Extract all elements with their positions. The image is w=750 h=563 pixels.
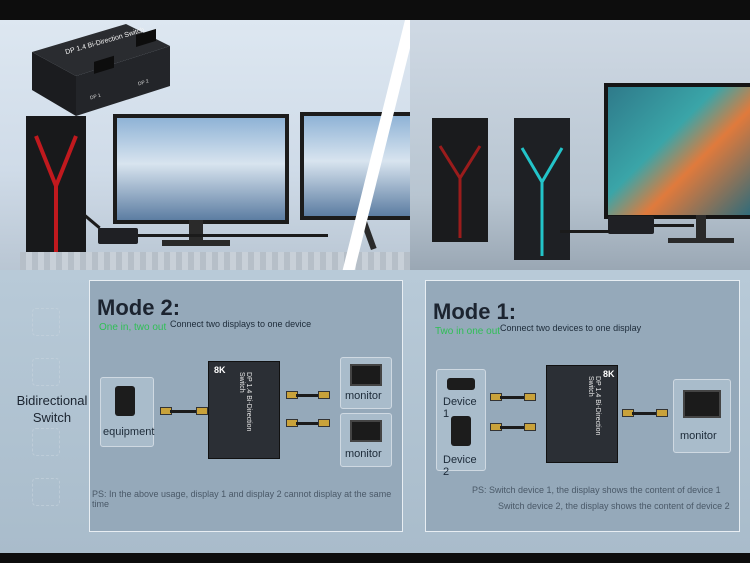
side-label-line1: Bidirectional	[16, 393, 88, 408]
switch-device-large: DP 1.4 Bi-Direction Switch DP 1 DP 2	[28, 24, 173, 119]
mode1-source-node: Device 1 Device 2	[436, 369, 486, 478]
mode2-subtitle: One in, two out	[99, 322, 167, 333]
mode1-cable-in1	[500, 396, 524, 399]
mode1-plug-out-b	[656, 409, 668, 417]
diagram-area: Bidirectional Switch Mode 2: One in, two…	[0, 270, 750, 553]
cable-left-1	[138, 234, 328, 237]
equipment-icon	[115, 386, 135, 416]
mode1-note-line2: Switch device 2, the display shows the c…	[498, 501, 730, 511]
photo-mode1-setup	[410, 20, 750, 270]
mode1-output-node: monitor	[673, 379, 731, 453]
mode1-note-line1: PS: Switch device 1, the display shows t…	[472, 485, 721, 495]
monitor-2-photo	[300, 112, 410, 220]
faint-icon-1	[32, 308, 60, 336]
monitor-large-stand	[696, 215, 706, 239]
faint-icon-4	[32, 478, 60, 506]
mode2-plug-in-b	[196, 407, 208, 415]
mode2-panel: Mode 2: One in, two out Connect two disp…	[89, 280, 403, 532]
mode2-cable-in	[170, 410, 196, 413]
monitor-icon-2	[350, 420, 382, 442]
mode2-output-label-2: monitor	[345, 448, 382, 460]
mode1-panel: Mode 1: Two in one out Connect two devic…	[425, 280, 740, 532]
device-2-icon	[451, 416, 471, 446]
device-1-icon	[447, 378, 475, 390]
mode2-title: Mode 2:	[97, 295, 181, 320]
monitor-1-base	[162, 240, 230, 246]
mode1-description: Connect two devices to one display	[500, 323, 642, 333]
mode1-subtitle: Two in one out	[435, 326, 501, 337]
monitor-1-photo	[113, 114, 289, 224]
monitor-1-stand	[189, 220, 203, 242]
mode1-cable-in2	[500, 426, 524, 429]
mode2-switch: 8K DP 1.4 Bi-Direction Switch	[208, 361, 280, 459]
mode2-output-label-1: monitor	[345, 390, 382, 402]
monitor-icon-1	[350, 364, 382, 386]
mode1-switch: 8K DP 1.4 Bi-Direction Switch	[546, 365, 618, 463]
mode1-badge: 8K	[603, 369, 615, 379]
mode1-cable-out	[632, 412, 656, 415]
mode2-switch-label: DP 1.4 Bi-Direction Switch	[238, 372, 252, 432]
mode2-note: PS: In the above usage, display 1 and di…	[92, 489, 392, 509]
mode1-output-label: monitor	[680, 430, 717, 442]
monitor-large-base	[668, 238, 734, 243]
switch-small-right	[608, 216, 654, 234]
switch-small-left	[98, 228, 138, 244]
mode2-output-node-1: monitor	[340, 357, 392, 409]
faint-icon-3	[32, 428, 60, 456]
mode2-cable-out2	[296, 422, 318, 425]
mode1-switch-label: DP 1.4 Bi-Direction Switch	[587, 376, 601, 436]
pc-tower-cyan	[514, 118, 570, 260]
side-label: Bidirectional Switch	[10, 392, 94, 426]
cable-right-1	[560, 230, 610, 233]
mode2-cable-out1	[296, 394, 318, 397]
mode1-plug-in1-b	[524, 393, 536, 401]
mode2-source-label: equipment	[103, 426, 155, 438]
pc-tower-red	[432, 118, 488, 242]
mode1-source-label-2: Device 2	[443, 454, 477, 478]
cable-right-2	[654, 224, 694, 227]
side-label-line2: Switch	[32, 410, 72, 425]
top-bar	[0, 0, 750, 20]
monitor-large-photo	[604, 83, 750, 219]
bottom-bar	[0, 553, 750, 563]
faint-icon-2	[32, 358, 60, 386]
mode2-plug-out1-b	[318, 391, 330, 399]
mode2-plug-out2-b	[318, 419, 330, 427]
mode2-badge: 8K	[214, 365, 226, 375]
monitor-icon-mode1	[683, 390, 721, 418]
mode2-output-node-2: monitor	[340, 413, 392, 467]
mode2-source-node: equipment	[100, 377, 154, 447]
floor-left	[20, 252, 410, 270]
mode1-title: Mode 1:	[433, 299, 517, 324]
mode1-source-label-1: Device 1	[443, 396, 477, 420]
mode1-plug-in2-b	[524, 423, 536, 431]
mode2-description: Connect two displays to one device	[170, 319, 312, 329]
photo-mode2-setup: DP 1.4 Bi-Direction Switch DP 1 DP 2	[0, 20, 410, 270]
pc-tower-left	[26, 116, 86, 261]
